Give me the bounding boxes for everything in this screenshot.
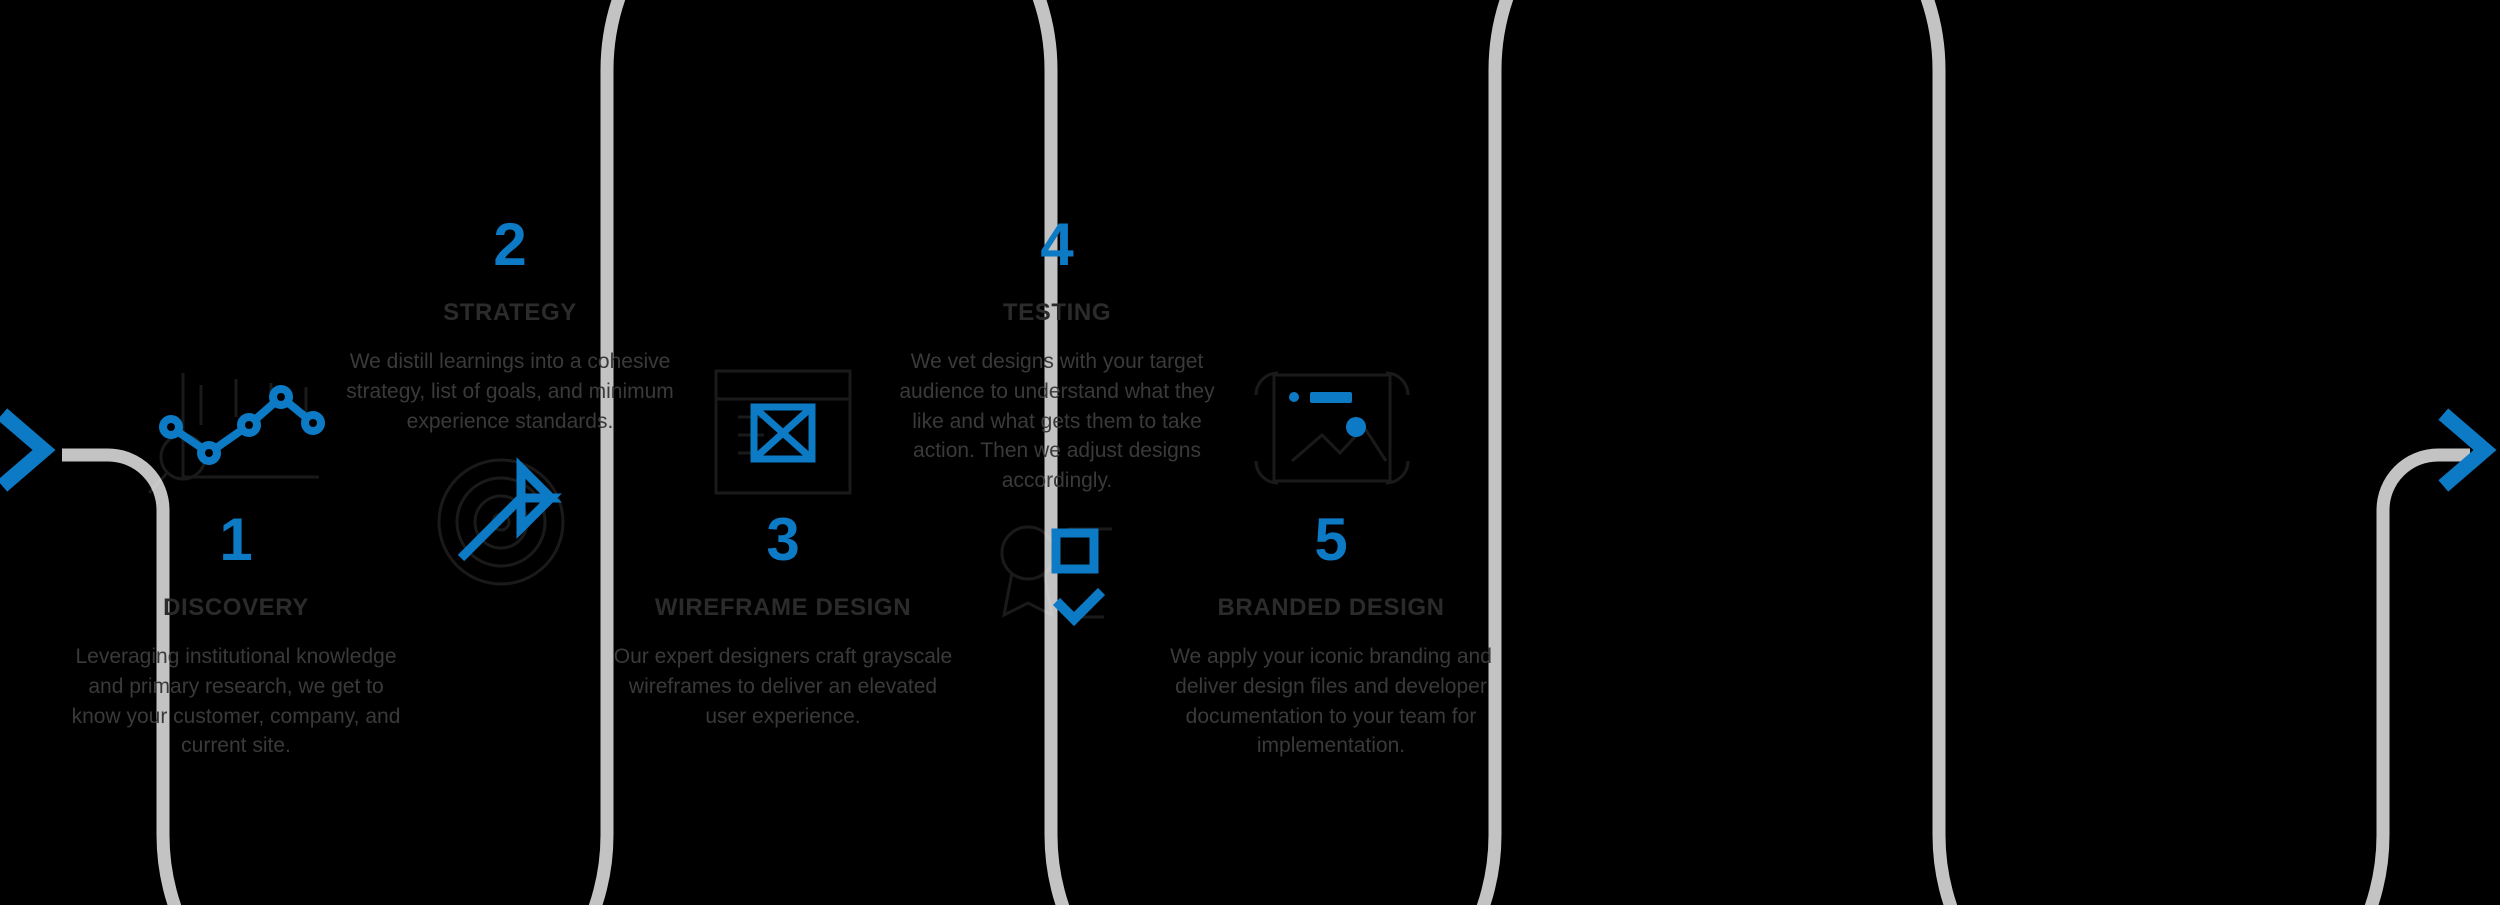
step-5-body: We apply your iconic branding and delive… (1170, 645, 1492, 758)
step-4-body: We vet designs with your target audience… (899, 350, 1215, 493)
step-2-icon-slot (330, 436, 690, 596)
step-5-icon-slot (1151, 360, 1511, 510)
image-frame-icon (1254, 371, 1410, 485)
step-1-title: DISCOVERY (163, 594, 309, 621)
step-1-body: Leveraging institutional knowledge and p… (71, 645, 401, 758)
checkbox-check-icon (1000, 525, 1112, 627)
process-step-2: 2 STRATEGY We distill learnings into a c… (330, 215, 690, 596)
process-step-3: 3 WIREFRAME DESIGN Our expert designers … (603, 360, 963, 731)
step-5-title: BRANDED DESIGN (1217, 594, 1445, 621)
step-5-number: 5 (1314, 506, 1348, 573)
step-2-title: STRATEGY (443, 299, 577, 326)
step-4-icon-slot (877, 496, 1237, 656)
step-4-number: 4 (1040, 211, 1074, 278)
dart-target-icon (437, 457, 565, 586)
chevron-left-icon[interactable] (0, 405, 60, 495)
wireframe-box-icon (714, 369, 852, 495)
process-step-5: 5 BRANDED DESIGN We apply your iconic br… (1151, 360, 1511, 761)
line-chart-magnifier-icon (147, 373, 325, 495)
step-3-body: Our expert designers craft grayscale wir… (613, 645, 953, 728)
step-3-icon-slot (603, 360, 963, 510)
step-1-icon-slot (56, 360, 416, 510)
chevron-right-icon[interactable] (2437, 405, 2497, 495)
process-step-4: 4 TESTING We vet designs with your targe… (877, 215, 1237, 656)
step-3-number: 3 (766, 506, 800, 573)
step-2-number: 2 (493, 211, 527, 278)
step-3-title: WIREFRAME DESIGN (654, 594, 912, 621)
process-step-1: 1 DISCOVERY Leveraging institutional kno… (56, 360, 416, 761)
step-2-body: We distill learnings into a cohesive str… (346, 350, 674, 433)
step-4-title: TESTING (1002, 299, 1112, 326)
step-1-number: 1 (219, 506, 253, 573)
